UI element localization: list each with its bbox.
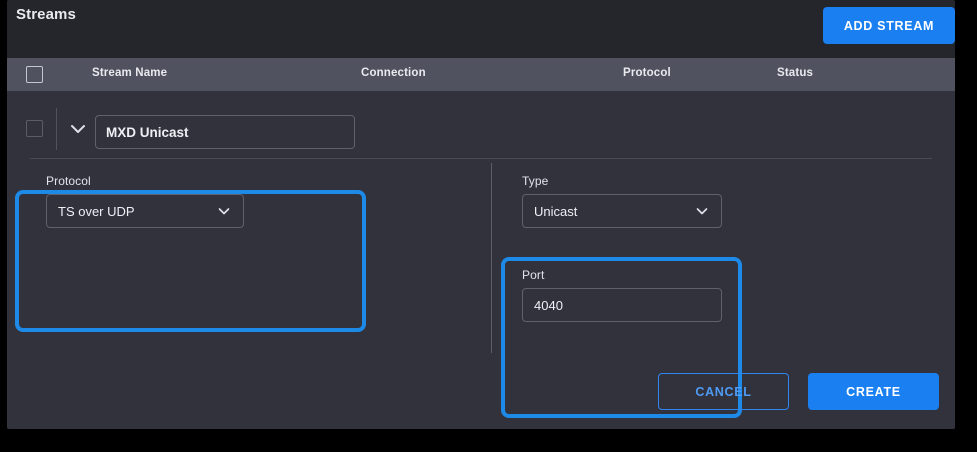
stream-editor-panel: Protocol TS over UDP Type Unicast Port C… xyxy=(7,91,955,429)
protocol-select[interactable]: TS over UDP xyxy=(46,194,244,228)
type-select[interactable]: Unicast xyxy=(522,194,722,228)
port-input[interactable] xyxy=(522,288,722,322)
chevron-down-icon[interactable] xyxy=(66,118,90,140)
row-separator xyxy=(56,108,57,150)
page-title: Streams xyxy=(16,6,76,23)
row-divider xyxy=(30,158,932,159)
column-header-stream-name[interactable]: Stream Name xyxy=(92,67,168,79)
create-button[interactable]: CREATE xyxy=(808,373,939,410)
stream-row xyxy=(7,100,955,158)
column-divider xyxy=(491,163,492,353)
select-all-checkbox[interactable] xyxy=(26,66,43,83)
port-label: Port xyxy=(522,268,545,282)
type-select-value: Unicast xyxy=(534,203,578,219)
table-header-row: Stream Name Connection Protocol Status xyxy=(7,58,955,91)
column-header-protocol[interactable]: Protocol xyxy=(623,67,671,79)
streams-app-panel: Streams ADD STREAM Stream Name Connectio… xyxy=(7,0,955,429)
page-header: Streams ADD STREAM xyxy=(7,0,955,57)
stream-name-input[interactable] xyxy=(95,115,355,149)
protocol-select-value: TS over UDP xyxy=(58,203,135,219)
type-label: Type xyxy=(522,174,549,188)
chevron-down-icon xyxy=(218,208,230,215)
row-select-checkbox[interactable] xyxy=(26,120,43,137)
add-stream-button[interactable]: ADD STREAM xyxy=(823,7,955,44)
chevron-down-icon xyxy=(696,208,708,215)
cancel-button[interactable]: CANCEL xyxy=(658,373,789,410)
column-header-status[interactable]: Status xyxy=(777,67,814,79)
protocol-label: Protocol xyxy=(46,174,91,188)
column-header-connection[interactable]: Connection xyxy=(361,67,426,79)
